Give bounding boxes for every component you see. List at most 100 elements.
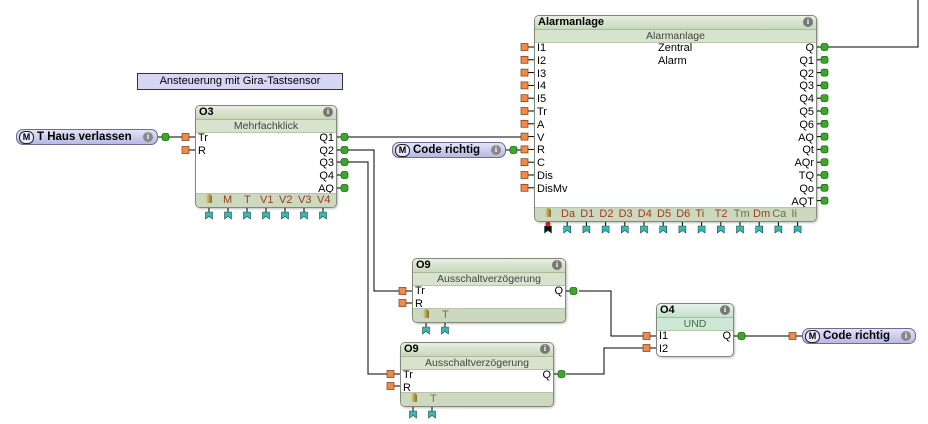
alarm-output-8[interactable] (820, 145, 829, 154)
o3-input-tr[interactable] (181, 133, 190, 141)
bulb-icon[interactable] (206, 194, 212, 203)
block-o9-ausschaltverzoegerung-1[interactable]: O9 i Ausschaltverzögerung Tr R Q T (412, 258, 566, 323)
alarm-output-12[interactable] (820, 196, 829, 205)
param-v3[interactable]: V3 (298, 194, 312, 206)
alarm-output-6[interactable] (820, 119, 829, 128)
o3-param-port-6[interactable] (319, 211, 327, 220)
alarm-output-10[interactable] (820, 171, 829, 179)
alarm-output-1[interactable] (820, 55, 829, 64)
o3-param-port-5[interactable] (300, 211, 308, 220)
o9b-input-r[interactable] (386, 382, 395, 390)
alarm-param-port-0[interactable] (544, 225, 552, 234)
info-icon[interactable]: i (323, 107, 333, 117)
o3-input-r[interactable] (181, 146, 190, 154)
alarm-param-port-4[interactable] (621, 225, 629, 234)
alarm-output-0[interactable] (820, 43, 829, 51)
info-icon[interactable]: i (552, 260, 562, 270)
param-t[interactable]: T (442, 309, 449, 321)
alarm-param-port-3[interactable] (601, 225, 610, 234)
alarm-input-8[interactable] (520, 145, 529, 154)
o9a-param-port-1[interactable] (441, 326, 449, 335)
block-header[interactable]: O3 i (196, 106, 336, 120)
param-tm[interactable]: Tm (733, 208, 750, 220)
alarm-input-6[interactable] (520, 119, 529, 128)
alarm-output-2[interactable] (820, 68, 829, 77)
param-m[interactable]: M (223, 194, 233, 206)
param-d1[interactable]: D1 (580, 208, 595, 220)
alarm-param-port-13[interactable] (793, 225, 802, 234)
alarm-output-5[interactable] (820, 107, 829, 115)
alarm-input-11[interactable] (520, 183, 529, 192)
o3-output-1[interactable] (340, 146, 349, 154)
param-v2[interactable]: V2 (279, 194, 293, 206)
o4-input-i2[interactable] (642, 344, 651, 352)
o3-param-port-2[interactable] (243, 211, 251, 220)
o9b-input-tr[interactable] (386, 370, 395, 378)
param-d6[interactable]: D6 (676, 208, 691, 220)
o3-param-port-4[interactable] (281, 211, 289, 220)
alarm-output-9[interactable] (820, 158, 829, 167)
alarm-param-port-11[interactable] (755, 225, 763, 234)
alarm-input-10[interactable] (520, 171, 529, 179)
alarm-param-port-9[interactable] (717, 225, 725, 234)
alarm-param-port-2[interactable] (582, 225, 591, 234)
o9b-output-q[interactable] (557, 370, 566, 378)
o3-output-0[interactable] (340, 133, 349, 141)
block-header[interactable]: O9 i (413, 259, 565, 273)
alarm-input-9[interactable] (520, 158, 529, 167)
param-t2[interactable]: T2 (714, 208, 728, 220)
alarm-param-port-5[interactable] (640, 225, 648, 234)
bulb-icon[interactable] (545, 208, 551, 217)
comment-label[interactable]: Ansteuerung mit Gira-Tastsensor (137, 73, 343, 90)
o3-output-4[interactable] (340, 184, 349, 192)
alarm-param-port-7[interactable] (678, 225, 687, 234)
bulb-icon[interactable] (411, 393, 417, 402)
param-d4[interactable]: D4 (637, 208, 652, 220)
param-d3[interactable]: D3 (618, 208, 633, 220)
param-dm[interactable]: Dm (753, 208, 771, 220)
info-icon[interactable]: i (720, 305, 730, 315)
o3-param-port-0[interactable] (205, 211, 213, 220)
block-alarmanlage[interactable]: Alarmanlage i Alarmanlage Zentral Alarm … (534, 15, 817, 222)
bulb-icon[interactable] (423, 309, 429, 318)
param-t[interactable]: T (430, 393, 437, 405)
code-richtig-output-port[interactable] (509, 146, 518, 154)
alarm-input-2[interactable] (520, 68, 529, 77)
block-header[interactable]: O4 i (657, 304, 733, 318)
param-d2[interactable]: D2 (599, 208, 614, 220)
o9a-output-q[interactable] (569, 287, 578, 295)
alarm-input-4[interactable] (520, 94, 529, 103)
o9a-input-r[interactable] (398, 299, 407, 307)
alarm-param-port-1[interactable] (563, 225, 571, 234)
block-o4-und[interactable]: O4 i UND I1 I2 Q (656, 303, 734, 357)
block-o3-mehrfachklick[interactable]: O3 i Mehrfachklick Tr R Q1 Q2 Q3 Q4 AQ M… (195, 105, 337, 208)
o3-output-2[interactable] (340, 158, 349, 166)
alarm-output-4[interactable] (820, 94, 829, 103)
info-icon[interactable]: i (901, 331, 911, 341)
alarm-param-port-12[interactable] (774, 225, 783, 234)
alarm-input-3[interactable] (520, 81, 529, 90)
param-v1[interactable]: V1 (260, 194, 274, 206)
code-richtig-input-port[interactable] (788, 332, 797, 340)
alarm-output-11[interactable] (820, 183, 829, 192)
alarm-input-7[interactable] (520, 132, 529, 141)
param-ii[interactable]: Ii (791, 208, 797, 220)
info-icon[interactable]: i (803, 17, 813, 27)
alarm-input-0[interactable] (520, 43, 529, 51)
param-v4[interactable]: V4 (317, 194, 331, 206)
alarm-param-port-8[interactable] (697, 225, 706, 234)
o9a-input-tr[interactable] (398, 287, 407, 295)
alarm-output-3[interactable] (820, 81, 829, 90)
param-t[interactable]: T (244, 194, 251, 206)
o9b-param-port-0[interactable] (409, 410, 417, 419)
param-ti[interactable]: Ti (695, 208, 705, 220)
o3-param-port-3[interactable] (262, 211, 270, 220)
info-icon[interactable]: i (491, 145, 501, 155)
alarm-input-5[interactable] (520, 107, 529, 115)
alarm-input-1[interactable] (520, 55, 529, 64)
o3-output-3[interactable] (340, 171, 349, 179)
param-da[interactable]: Da (561, 208, 576, 220)
